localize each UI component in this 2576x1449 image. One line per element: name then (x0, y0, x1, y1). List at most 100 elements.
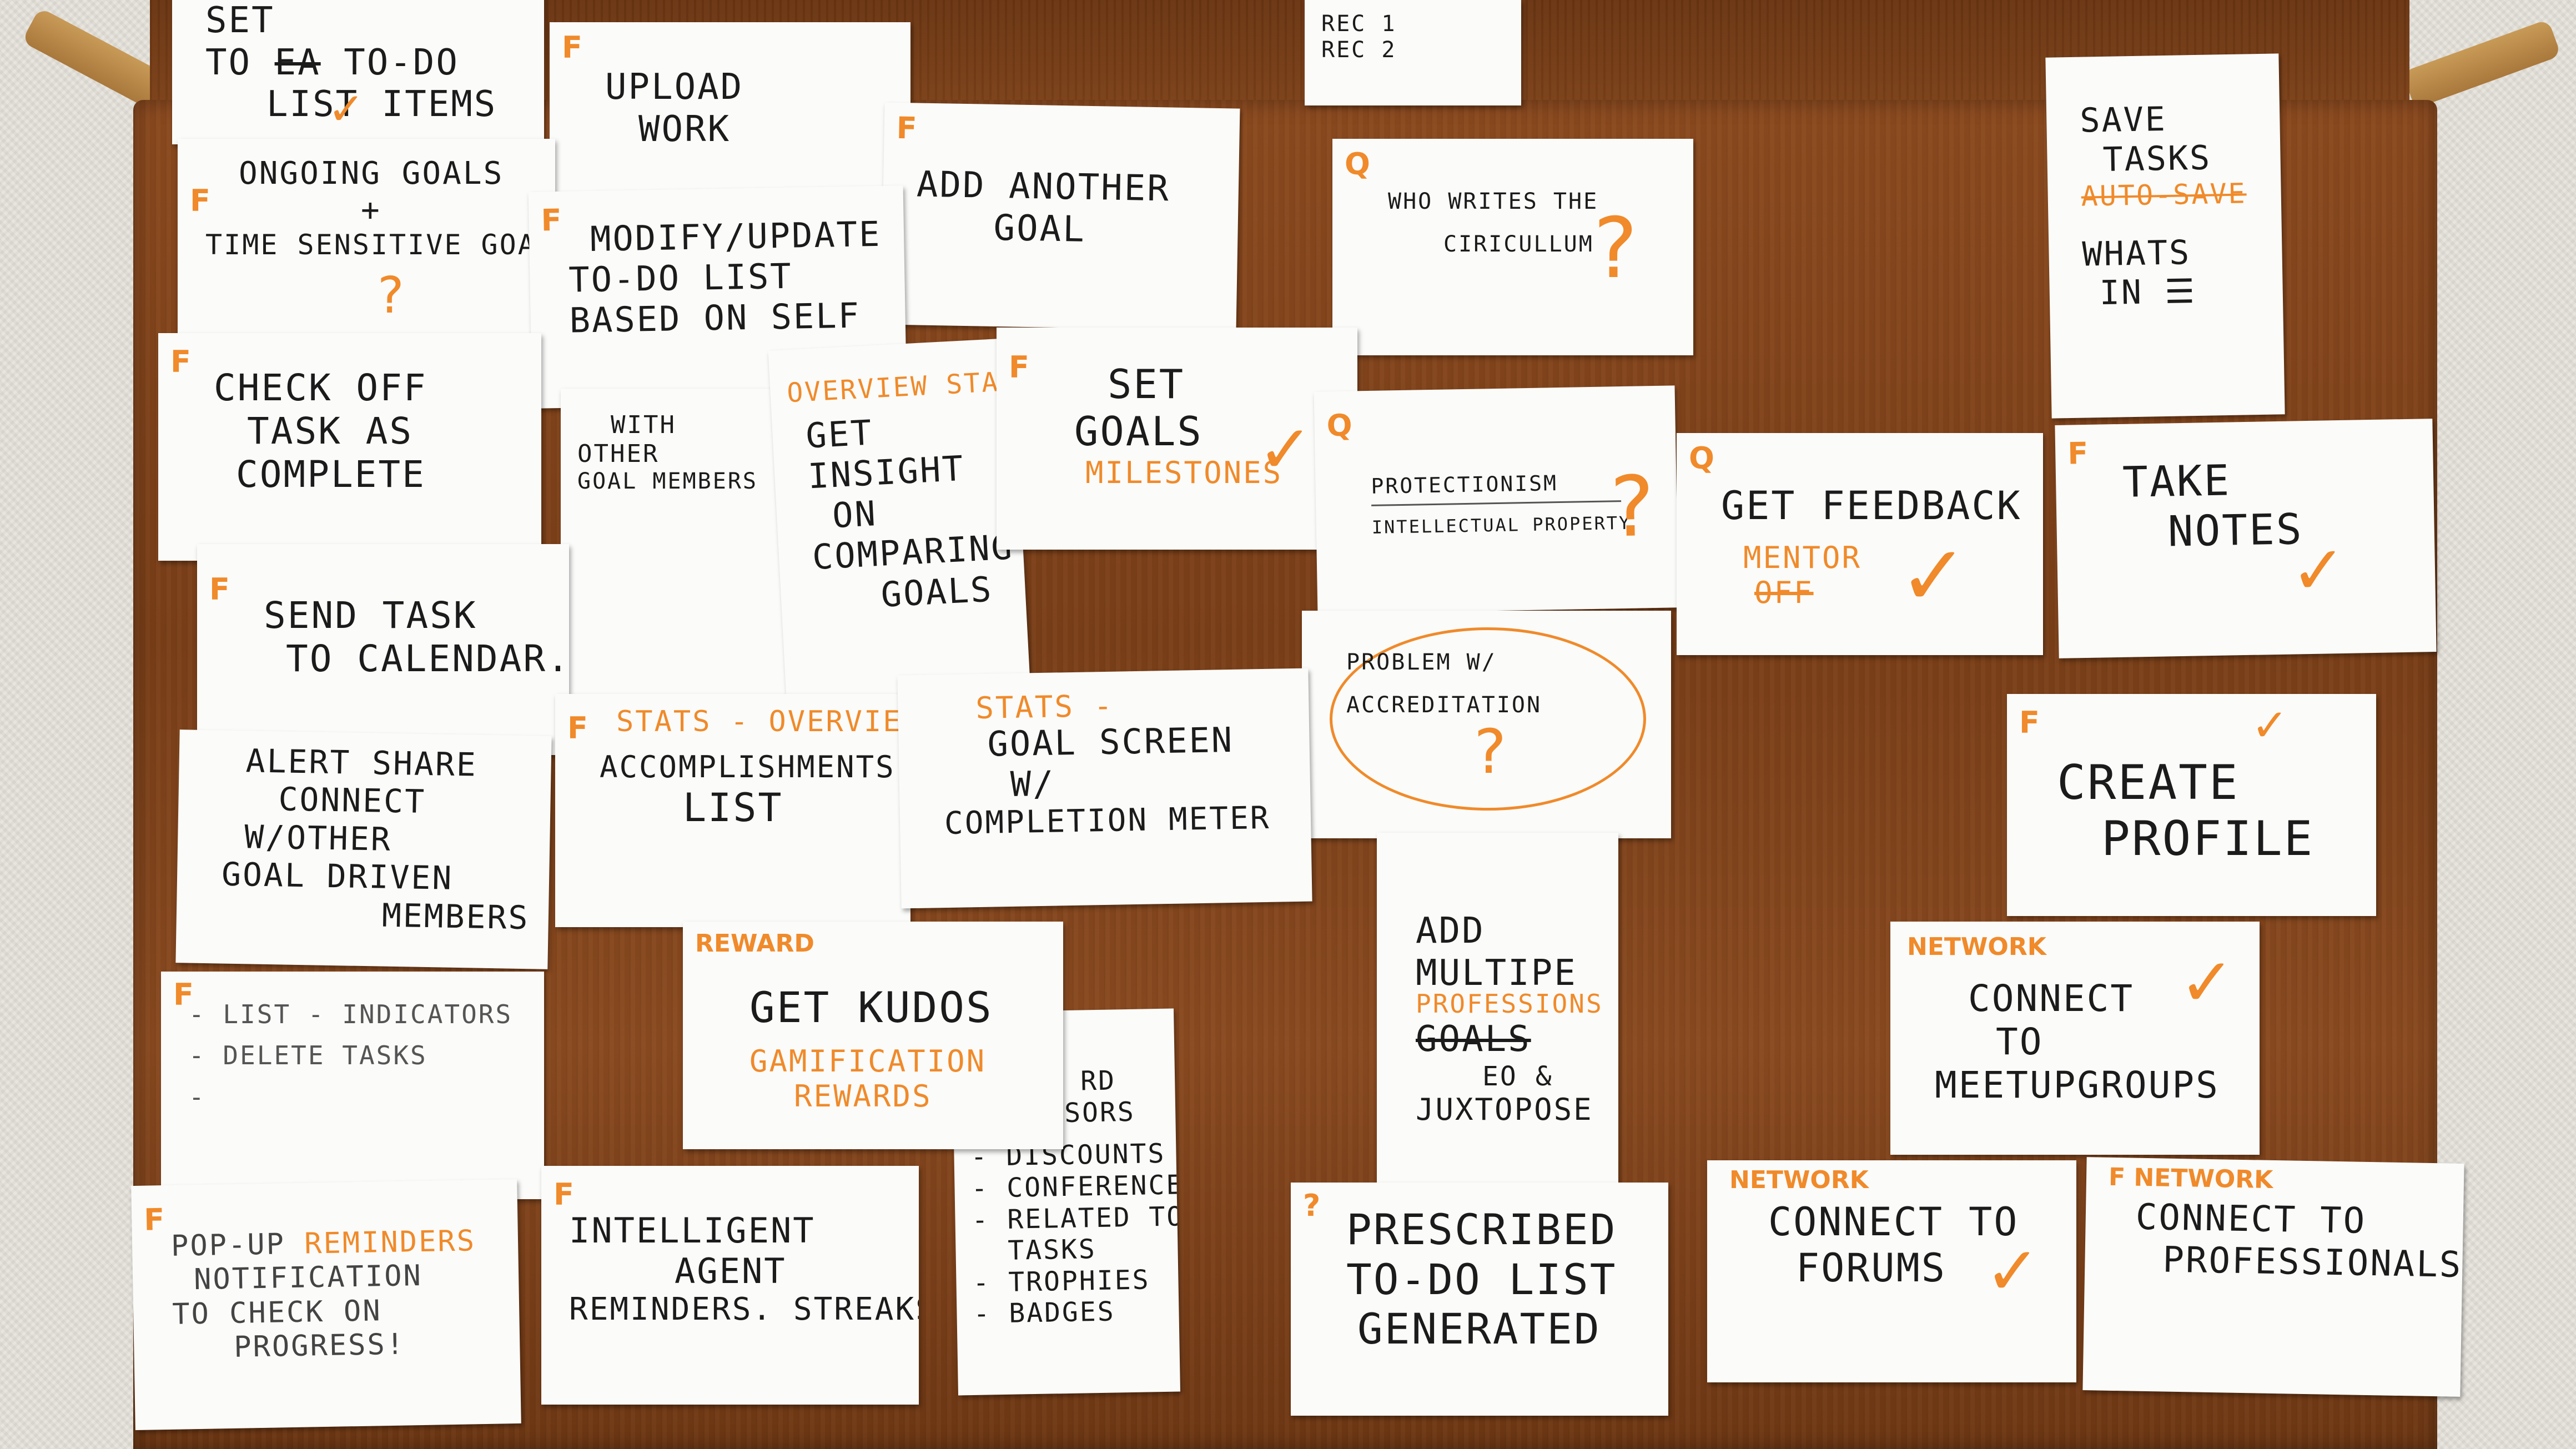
question-mark-icon: ? (1609, 459, 1656, 556)
card-line: TO-DO LIST (568, 255, 793, 300)
card-tag: F (170, 344, 191, 379)
card-line: TASKS (2102, 138, 2212, 179)
card-tag: NETWORK (1729, 1166, 1869, 1194)
card-line: MEETUPGROUPS (1935, 1063, 2220, 1106)
card-line: - (189, 1081, 206, 1112)
card-line: MULTIPE (1416, 952, 1577, 994)
card-line: EO & (1482, 1060, 1553, 1092)
card-line: TIME SENSITIVE GOALS (205, 229, 555, 261)
card-line: PROFILE (2101, 811, 2315, 867)
card-line: TO CALENDAR. (286, 637, 569, 680)
card-line: PROFESSIONALS (2162, 1239, 2463, 1286)
card-tag: F (540, 202, 562, 238)
card-line: GOALS (1416, 1019, 1531, 1060)
card-accomplishments: F STATS - OVERVIEW ACCOMPLISHMENTS LIST (555, 694, 910, 927)
card-get-kudos: REWARD GET KUDOS GAMIFICATION REWARDS (683, 922, 1063, 1149)
card-line: FORUMS (1796, 1245, 1946, 1291)
card-line: PROGRESS! (233, 1327, 406, 1364)
card-line: AGENT (675, 1251, 787, 1292)
card-line: UPLOAD (605, 67, 744, 108)
card-protectionism: Q PROTECTIONISM INTELLECTUAL PROPERTY ? (1314, 385, 1679, 614)
card-add-another-goal: F ADD ANOTHER GOAL (881, 102, 1240, 331)
card-with-other-members: WITH OTHER GOAL MEMBERS (561, 389, 788, 700)
card-connect-meetup: NETWORK CONNECT TO MEETUPGROUPS ✓ (1890, 922, 2260, 1155)
question-mark-icon: ? (378, 266, 404, 325)
card-line: CONNECT (278, 780, 426, 821)
card-orange-note: GAMIFICATION (749, 1043, 987, 1079)
question-mark-icon: ? (1474, 716, 1507, 787)
question-mark-icon: ? (1593, 200, 1638, 297)
check-icon: ✓ (1257, 411, 1314, 489)
card-accreditation: PROBLEM W/ ACCREDITATION ? (1302, 611, 1671, 838)
card-line: INTELLECTUAL PROPERTY (1371, 512, 1632, 538)
card-line: CONNECT (1968, 977, 2135, 1020)
card-line: COMPLETE (236, 452, 426, 496)
card-line: - BADGES (973, 1296, 1116, 1330)
card-line: WHATS (2081, 233, 2191, 274)
card-tag: F (562, 30, 582, 65)
card-line: REMINDERS. STREAKS (569, 1291, 919, 1328)
card-line: MODIFY/UPDATE (590, 213, 882, 259)
card-line: ONGOING GOALS (239, 155, 504, 192)
card-line: - LIST - INDICATORS (189, 999, 513, 1029)
check-icon: ✓ (1985, 1233, 2041, 1310)
card-line: GOAL MEMBERS (577, 468, 758, 494)
card-line: - TROPHIES (973, 1264, 1150, 1299)
card-line: - RELATED TO (972, 1200, 1180, 1236)
card-orange-note: REWARDS (794, 1079, 932, 1114)
card-tag: F (2019, 705, 2040, 740)
card-popup-reminders: F POP-UP REMINDERS NOTIFICATION TO CHECK… (131, 1179, 521, 1431)
card-line: CIRICULLUM (1443, 232, 1594, 258)
card-line: ACCREDITATION (1346, 692, 1542, 718)
card-orange-note: MENTOR (1743, 540, 1862, 575)
card-line: TASKS (972, 1234, 1097, 1267)
card-line: OTHER (577, 439, 660, 468)
card-line: W/OTHER (244, 818, 393, 858)
card-orange-note: STATS - OVERVIEW (616, 705, 910, 738)
card-line: SET (205, 0, 275, 41)
card-add-multiple-goals: ADD MULTIPE PROFESSIONS GOALS EO & JUXTO… (1377, 833, 1618, 1183)
card-line: ADD (1416, 910, 1485, 952)
card-orange-note: OVERVIEW STATS (786, 364, 1031, 409)
card-tag: F (173, 977, 194, 1012)
card-set-todo-items: SET TO EA TO-DO LIST ITEMS ✓ (172, 0, 544, 144)
card-line: IN ☰ (2099, 272, 2197, 313)
card-line: NOTIFICATION (193, 1259, 423, 1297)
card-line: PROBLEM W/ (1346, 650, 1497, 675)
card-connect-professionals: F NETWORK CONNECT TO PROFESSIONALS (2082, 1157, 2464, 1397)
card-tag: Q (1689, 441, 1714, 476)
card-create-profile: F CREATE PROFILE ✓ (2007, 694, 2376, 916)
check-icon: ✓ (328, 83, 365, 135)
card-connect-forums: NETWORK CONNECT TO FORUMS ✓ (1707, 1160, 2076, 1382)
card-goal-screen: STATS - GOAL SCREEN W/ COMPLETION METER (897, 668, 1312, 909)
card-line: SET (1108, 361, 1185, 407)
card-line: GET FEEDBACK (1721, 483, 2022, 529)
card-line: WORK (638, 108, 731, 150)
card-list-indicators: F - LIST - INDICATORS - DELETE TASKS - (161, 972, 544, 1199)
card-line: SEND TASK (264, 594, 477, 637)
card-line: CONNECT TO (2135, 1196, 2367, 1242)
card-line: W/ (1010, 763, 1056, 805)
card-line: GET KUDOS (749, 983, 993, 1032)
card-tag: Q (1345, 147, 1370, 182)
card-orange-note: REMINDERS (304, 1224, 476, 1261)
card-line: GOAL SCREEN (987, 719, 1234, 764)
card-line: PRESCRIBED (1346, 1205, 1617, 1254)
card-line: - DELETE TASKS (189, 1040, 427, 1071)
card-orange-note: PROFESSIONS (1416, 989, 1603, 1019)
card-line: ACCOMPLISHMENTS (600, 749, 895, 784)
card-save-tasks: SAVE TASKS AUTO-SAVE WHATS IN ☰ (2045, 53, 2285, 419)
check-icon: ✓ (2290, 531, 2347, 610)
card-line: GENERATED (1357, 1304, 1601, 1354)
card-tag: F (1009, 350, 1029, 385)
card-who-writes-curriculum: Q WHO WRITES THE CIRICULLUM ? (1332, 139, 1693, 355)
card-tag: F (896, 110, 918, 146)
card-tag: ? (1303, 1188, 1321, 1223)
card-orange-note: AUTO-SAVE (2081, 177, 2247, 213)
card-line: CREATE (2057, 755, 2240, 811)
card-line: GOALS (1074, 407, 1203, 455)
card-set-goals: F SET GOALS MILESTONES ✓ (997, 328, 1357, 550)
card-line: WITH (611, 411, 676, 439)
card-tag: F NETWORK (2108, 1163, 2273, 1194)
card-line: TASK AS (247, 409, 414, 452)
